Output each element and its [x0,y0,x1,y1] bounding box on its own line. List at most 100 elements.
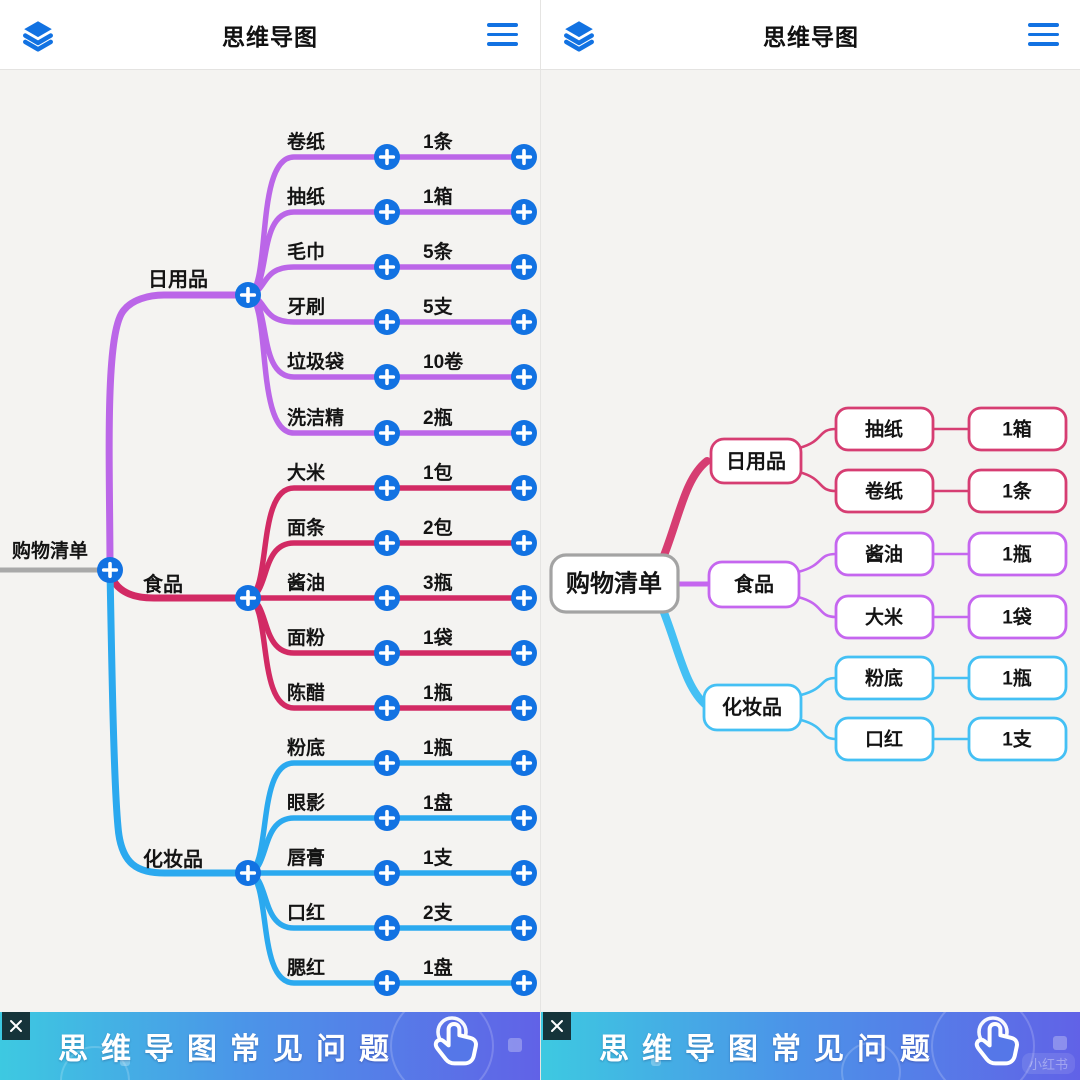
add-node-button[interactable] [509,362,539,392]
mindmap-branch-label[interactable]: 日用品 [726,450,786,473]
mindmap-qty-node[interactable]: 1盘 [423,793,453,814]
mindmap-qty-node[interactable]: 2包 [423,518,453,539]
add-node-button[interactable] [372,583,402,613]
mindmap-item-node[interactable]: 腮红 [287,958,326,979]
mindmap-item-node[interactable]: 唇膏 [287,848,326,869]
mindmap-item-label[interactable]: 酱油 [865,543,903,566]
mindmap-qty-node[interactable]: 1盘 [423,958,453,979]
mindmap-branch-node[interactable]: 化妆品 [143,849,203,871]
add-node-button[interactable] [372,142,402,172]
add-node-button[interactable] [372,362,402,392]
add-node-button[interactable] [372,803,402,833]
mindmap-item-label[interactable]: 粉底 [865,667,903,690]
right-appbar: 思维导图 [541,0,1080,70]
mindmap-qty-label[interactable]: 1瓶 [1002,544,1032,566]
add-node-button[interactable] [509,418,539,448]
add-node-button[interactable] [95,555,125,585]
mindmap-qty-node[interactable]: 10卷 [423,352,464,373]
mindmap-qty-node[interactable]: 1袋 [423,628,453,649]
add-node-button[interactable] [372,307,402,337]
add-node-button[interactable] [509,858,539,888]
add-node-button[interactable] [372,418,402,448]
mindmap-qty-label[interactable]: 1瓶 [1002,668,1032,690]
add-node-button[interactable] [509,473,539,503]
layers-icon[interactable] [18,15,58,55]
mindmap-item-node[interactable]: 粉底 [287,738,326,759]
mindmap-item-node[interactable]: 陈醋 [287,683,326,704]
mindmap-qty-node[interactable]: 1瓶 [423,683,453,704]
mindmap-root-node[interactable] [549,553,680,614]
bottom-ad-banner[interactable]: 思维导图常见问题 小红书 [541,1012,1080,1080]
mindmap-item-node[interactable]: 面条 [287,518,326,539]
mindmap-qty-node[interactable]: 1条 [423,132,453,153]
mindmap-branch-label[interactable]: 食品 [734,572,774,596]
mindmap-qty-node[interactable]: 5支 [423,297,453,318]
add-node-button[interactable] [509,142,539,172]
banner-text: 思维导图常见问题 [58,1033,402,1066]
add-node-button[interactable] [509,583,539,613]
add-node-button[interactable] [509,748,539,778]
banner-close-button[interactable] [543,1012,571,1040]
menu-icon[interactable] [1023,15,1063,55]
mindmap-qty-node[interactable]: 1瓶 [423,738,453,759]
mindmap-item-node[interactable]: 垃圾袋 [287,352,345,373]
mindmap-item-node[interactable]: 眼影 [287,793,326,814]
mindmap-root-label[interactable]: 购物清单 [566,571,662,598]
mindmap-item-label[interactable]: 口红 [865,728,903,751]
add-node-button[interactable] [509,638,539,668]
mindmap-item-node[interactable]: 口红 [287,903,326,924]
add-node-button[interactable] [509,693,539,723]
mindmap-qty-node[interactable]: 2瓶 [423,408,453,429]
mindmap-branch-label[interactable]: 化妆品 [722,695,782,719]
mindmap-qty-node[interactable]: 1箱 [423,187,453,208]
mindmap-qty-label[interactable]: 1条 [1002,480,1033,503]
add-node-button[interactable] [509,197,539,227]
mindmap-item-node[interactable]: 洗洁精 [287,408,345,429]
add-node-button[interactable] [509,968,539,998]
mindmap-item-label[interactable]: 抽纸 [865,418,903,441]
add-node-button[interactable] [372,913,402,943]
mindmap-root-node[interactable]: 购物清单 [12,541,89,562]
add-node-button[interactable] [372,528,402,558]
add-node-button[interactable] [372,638,402,668]
mindmap-qty-label[interactable]: 1袋 [1002,606,1033,629]
mindmap-item-node[interactable]: 牙刷 [287,297,326,318]
add-node-button[interactable] [372,748,402,778]
add-node-button[interactable] [509,307,539,337]
menu-icon[interactable] [482,15,522,55]
add-node-button[interactable] [372,197,402,227]
add-node-button[interactable] [372,473,402,503]
mindmap-branch-node[interactable]: 日用品 [148,269,208,291]
mindmap-qty-node[interactable]: 5条 [423,242,453,263]
mindmap-qty-label[interactable]: 1箱 [1002,418,1032,441]
add-node-button[interactable] [372,252,402,282]
mindmap-qty-node[interactable]: 2支 [423,903,453,924]
layers-icon[interactable] [559,15,599,55]
mindmap-item-node[interactable]: 大米 [287,463,326,484]
add-node-button[interactable] [509,803,539,833]
add-node-button[interactable] [372,968,402,998]
left-appbar: 思维导图 [0,0,540,70]
add-node-button[interactable] [233,858,263,888]
add-node-button[interactable] [233,280,263,310]
mindmap-branch-node[interactable]: 食品 [143,574,183,596]
add-node-button[interactable] [233,583,263,613]
mindmap-qty-label[interactable]: 1支 [1002,729,1033,751]
mindmap-item-node[interactable]: 毛巾 [287,242,326,263]
bottom-ad-banner[interactable]: 思维导图常见问题 [0,1012,540,1080]
mindmap-item-label[interactable]: 大米 [865,606,904,629]
mindmap-item-node[interactable]: 抽纸 [287,187,326,208]
banner-close-button[interactable] [2,1012,30,1040]
mindmap-qty-node[interactable]: 1支 [423,848,453,869]
mindmap-item-node[interactable]: 卷纸 [287,132,326,153]
mindmap-qty-node[interactable]: 1包 [423,463,453,484]
mindmap-qty-node[interactable]: 3瓶 [423,573,453,594]
add-node-button[interactable] [509,252,539,282]
add-node-button[interactable] [509,913,539,943]
mindmap-item-node[interactable]: 面粉 [287,628,326,649]
add-node-button[interactable] [509,528,539,558]
mindmap-item-label[interactable]: 卷纸 [864,480,903,503]
add-node-button[interactable] [372,858,402,888]
mindmap-item-node[interactable]: 酱油 [287,573,326,594]
add-node-button[interactable] [372,693,402,723]
